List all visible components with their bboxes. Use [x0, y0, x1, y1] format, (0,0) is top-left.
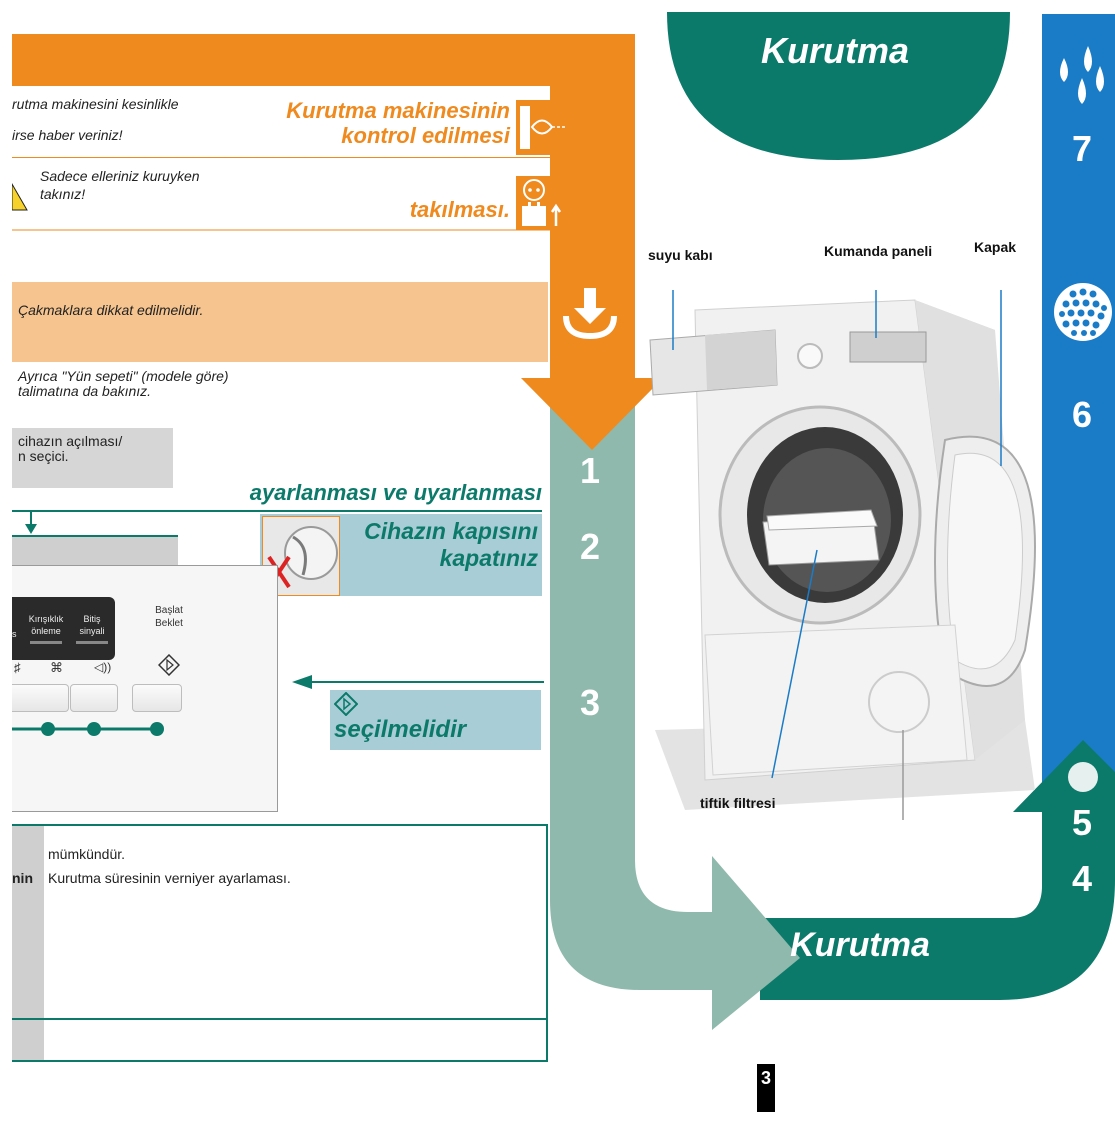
selection-dots — [12, 722, 164, 736]
panel-button — [70, 684, 118, 712]
green-curve — [760, 812, 1115, 1000]
filter-icon — [1054, 283, 1112, 341]
water-drops-icon — [1060, 46, 1104, 104]
title-plug: takılması. — [409, 197, 510, 222]
warning-text-1a: rutma makinesini kesinlikle — [12, 96, 179, 112]
small-down-arrow-icon — [25, 512, 37, 534]
orange-arrow — [12, 34, 663, 450]
start-pause-button — [132, 684, 182, 712]
step-number-7: 7 — [1072, 128, 1093, 169]
label-door: Kapak — [974, 239, 1017, 255]
step-number-1: 1 — [580, 450, 601, 491]
anti-crease-icon: ⌘ — [50, 660, 63, 675]
circle-icon — [1068, 762, 1098, 792]
label-control-panel: Kumanda paneli — [824, 243, 933, 259]
panel-button — [12, 684, 69, 712]
start-icon — [334, 692, 358, 716]
table-row: mümkündür. — [48, 846, 126, 862]
step-number-5: 5 — [1072, 802, 1093, 843]
inspect-icon — [516, 100, 568, 155]
warning-area — [12, 88, 550, 230]
green-arrow-head — [1013, 740, 1115, 812]
plug-icon — [516, 176, 568, 230]
label-lint-filter: tiftik filtresi — [700, 795, 776, 811]
feather-icon: ♯ — [14, 660, 21, 675]
download-arrow-icon — [563, 288, 617, 340]
warning-text-2a: Sadece elleriniz kuruyken — [40, 168, 200, 184]
info-table: mümkündür. nin Kurutma süresinin verniye… — [12, 824, 548, 1062]
panel-display: s Kırışıklık önleme Bitiş sinyali — [12, 597, 115, 660]
step-number-6: 6 — [1072, 394, 1093, 435]
divider — [12, 157, 550, 158]
gray-bar — [12, 535, 178, 567]
wool-note-1: Ayrıca "Yün sepeti" (modele göre) — [18, 368, 229, 384]
warning-text-1b: irse haber veriniz! — [12, 127, 123, 143]
step-number-2: 2 — [580, 526, 601, 567]
divider — [12, 229, 550, 231]
blue-band — [1042, 14, 1115, 784]
title-check-dryer: Kurutma makinesinin kontrol edilmesi — [286, 98, 510, 148]
start-pause-label: Başlat Beklet — [155, 605, 183, 629]
label-water-container: suyu kabı — [648, 247, 713, 263]
dryer-illustration — [649, 290, 1036, 820]
heading-settings: ayarlanması ve uyarlanması — [249, 480, 542, 505]
start-icon — [158, 654, 180, 676]
green-half-circle — [667, 12, 1010, 160]
table-row: Kurutma süresinin verniyer ayarlaması. — [48, 870, 291, 886]
left-pointer-arrow — [292, 675, 544, 689]
top-banner-title: Kurutma — [760, 30, 909, 71]
step-number-3: 3 — [580, 682, 601, 723]
bottom-banner-title: Kurutma — [790, 926, 930, 964]
page-number: 3 — [757, 1064, 775, 1112]
wool-note-2: talimatına da bakınız. — [18, 383, 152, 399]
lighter-note-box: Çakmaklara dikkat edilmelidir. — [12, 282, 548, 362]
warning-triangle-icon — [12, 182, 28, 211]
divider — [12, 510, 542, 512]
gray-box: cihazın açılması/ n seçici. — [12, 428, 173, 488]
lighter-note: Çakmaklara dikkat edilmelidir. — [18, 302, 204, 318]
select-box: seçilmelidir — [330, 690, 541, 750]
warning-text-2b: takınız! — [40, 186, 86, 202]
step-number-4: 4 — [1072, 858, 1093, 899]
table-row-label: nin — [12, 870, 33, 886]
teal-arrow — [550, 395, 800, 1030]
sound-icon: ◁)) — [94, 660, 112, 674]
